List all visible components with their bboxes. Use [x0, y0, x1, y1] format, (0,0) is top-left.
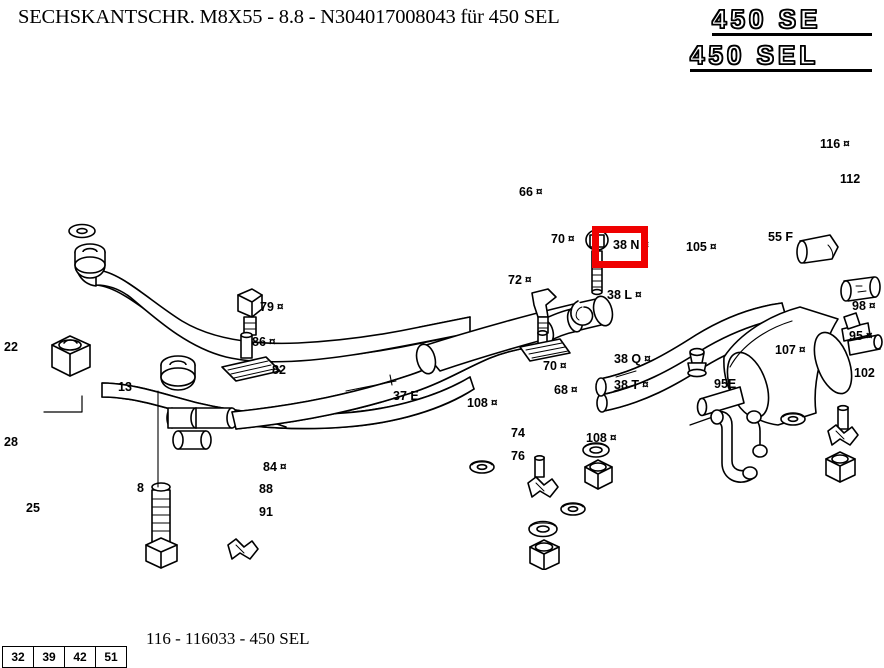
- part-label-text: 38 N: [613, 238, 640, 252]
- part-marker-icon: ¤: [865, 328, 873, 343]
- part-label-28: 28: [4, 436, 18, 449]
- part-label-text: 91: [259, 505, 273, 519]
- part-label-105: 105¤: [686, 241, 717, 254]
- part-label-95: 95¤: [849, 330, 873, 343]
- part-label-text: 107: [775, 343, 796, 357]
- part-label-text: 38 T: [614, 378, 640, 392]
- part-label-text: 68: [554, 383, 568, 397]
- page-box-42[interactable]: 42: [65, 647, 96, 667]
- part-label-107: 107¤: [775, 344, 806, 357]
- part-label-text: 98: [852, 299, 866, 313]
- part-label-text: 116: [820, 137, 841, 151]
- part-label-text: 102: [854, 366, 875, 380]
- part-label-text: 108: [586, 431, 607, 445]
- part-marker-icon: ¤: [609, 430, 617, 445]
- part-marker-icon: ¤: [535, 184, 543, 199]
- part-label-55f: 55 F: [768, 231, 793, 244]
- part-label-25: 25: [26, 502, 40, 515]
- part-label-text: 70: [551, 232, 565, 246]
- exhaust-system-drawing: [0, 95, 884, 570]
- part-marker-icon: ¤: [868, 298, 876, 313]
- part-label-text: 74: [511, 426, 525, 440]
- part-label-text: 25: [26, 501, 40, 515]
- part-label-79: 79¤: [260, 301, 284, 314]
- footer-caption: 116 - 116033 - 450 SEL: [146, 629, 310, 648]
- part-marker-icon: ¤: [559, 358, 567, 373]
- part-label-13: 13: [118, 381, 132, 394]
- page-box-39[interactable]: 39: [34, 647, 65, 667]
- part-label-72: 72¤: [508, 274, 532, 287]
- part-marker-icon: ¤: [279, 459, 287, 474]
- part-label-text: 28: [4, 435, 18, 449]
- part-label-text: 79: [260, 300, 274, 314]
- part-label-88: 88: [259, 483, 273, 496]
- part-label-text: 105: [686, 240, 707, 254]
- part-label-102: 102: [854, 367, 875, 380]
- part-label-8: 8: [137, 482, 144, 495]
- part-label-91: 91: [259, 506, 273, 519]
- part-label-text: 37 E: [393, 389, 419, 403]
- part-label-text: 55 F: [768, 230, 794, 244]
- part-marker-icon: ¤: [524, 272, 532, 287]
- part-label-86: 86¤: [252, 336, 276, 349]
- part-label-38l: 38 L¤: [607, 289, 642, 302]
- part-label-68: 68¤: [554, 384, 578, 397]
- highlight-box-38n: [592, 226, 648, 268]
- part-label-98: 98¤: [852, 300, 876, 313]
- page-box-51[interactable]: 51: [96, 647, 127, 667]
- part-marker-icon: ¤: [635, 287, 642, 302]
- page-title: SECHSKANTSCHR. M8X55 - 8.8 - N3040170080…: [18, 6, 560, 28]
- part-label-text: 66: [519, 185, 533, 199]
- part-label-text: 108: [467, 396, 488, 410]
- model-badge-450sel-underline: [690, 69, 872, 72]
- model-badge-450se-underline: [712, 33, 872, 36]
- part-label-95e: 95E: [714, 378, 736, 391]
- part-marker-icon: ¤: [644, 351, 651, 366]
- part-marker-icon: ¤: [268, 334, 276, 349]
- part-label-116: 116¤: [820, 138, 850, 151]
- part-marker-icon: ¤: [570, 382, 578, 397]
- part-label-38t: 38 T¤: [614, 379, 649, 392]
- part-marker-icon: ¤: [276, 299, 284, 314]
- part-label-text: 72: [508, 273, 522, 287]
- part-label-text: 84: [263, 460, 277, 474]
- part-label-112: 112: [840, 173, 860, 186]
- part-label-22: 22: [4, 341, 18, 354]
- part-label-82: 82: [272, 364, 286, 377]
- part-marker-icon: ¤: [642, 377, 649, 392]
- part-marker-icon: ¤: [490, 395, 498, 410]
- part-label-text: 13: [118, 380, 132, 394]
- part-label-108: 108¤: [586, 432, 617, 445]
- part-label-text: 22: [4, 340, 18, 354]
- part-label-70: 70¤: [543, 360, 567, 373]
- model-badge-450sel: 450 SEL: [689, 39, 820, 70]
- part-label-text: 8: [137, 481, 144, 495]
- page-box-32[interactable]: 32: [3, 647, 34, 667]
- part-marker-icon: ¤: [798, 342, 806, 357]
- part-label-38q: 38 Q¤: [614, 353, 651, 366]
- part-label-text: 95E: [714, 377, 737, 391]
- part-label-text: 88: [259, 482, 273, 496]
- part-label-66: 66¤: [519, 186, 543, 199]
- part-label-70: 70¤: [551, 233, 575, 246]
- part-marker-icon: ¤: [709, 239, 717, 254]
- part-label-108: 108¤: [467, 397, 498, 410]
- part-label-text: 76: [511, 449, 525, 463]
- part-label-text: 86: [252, 335, 266, 349]
- part-label-text: 70: [543, 359, 557, 373]
- part-label-84: 84¤: [263, 461, 287, 474]
- part-label-text: 95: [849, 329, 863, 343]
- part-marker-icon: ¤: [567, 231, 575, 246]
- part-label-text: 112: [840, 172, 861, 186]
- part-marker-icon: ¤: [843, 136, 850, 151]
- part-label-text: 38 L: [607, 288, 633, 302]
- model-badge-450se: 450 SE: [711, 3, 822, 34]
- part-label-37e: 37 E: [393, 390, 419, 403]
- part-label-76: 76: [511, 450, 525, 463]
- part-label-text: 82: [272, 363, 286, 377]
- part-label-text: 38 Q: [614, 352, 642, 366]
- part-label-74: 74: [511, 427, 525, 440]
